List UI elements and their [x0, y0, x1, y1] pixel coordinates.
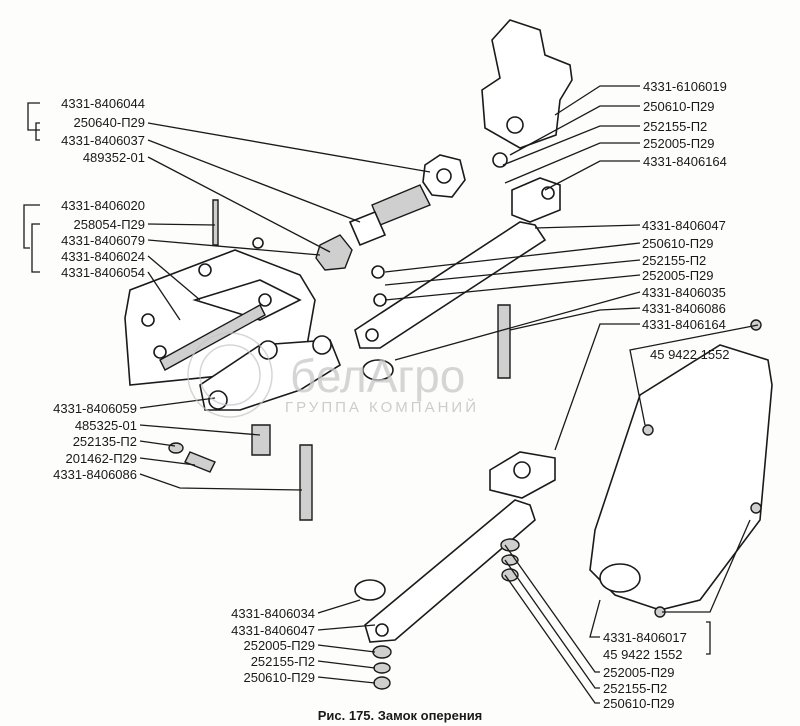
- labels-left-top: 4331-8406044 250640-П29 4331-8406037 489…: [61, 96, 145, 165]
- part-label: 45 9422 1552: [603, 647, 683, 662]
- labels-bottom-left: 4331-8406034 4331-8406047 252005-П29 252…: [231, 606, 315, 685]
- part-label: 258054-П29: [73, 217, 145, 232]
- watermark-subtitle: ГРУППА КОМПАНИЙ: [285, 398, 479, 416]
- part-label: 4331-8406017: [603, 630, 687, 645]
- part-label: 252155-П2: [603, 681, 667, 696]
- part-label: 4331-8406054: [61, 265, 145, 280]
- watermark-logo: белАгро ГРУППА КОМПАНИЙ: [187, 332, 479, 418]
- figure-caption: Рис. 175. Замок оперения: [318, 708, 483, 723]
- part-label: 252005-П29: [643, 136, 715, 151]
- part-label: 4331-8406037: [61, 133, 145, 148]
- part-label: 252005-П29: [603, 665, 675, 680]
- part-label: 4331-8406024: [61, 249, 145, 264]
- part-label: 485325-01: [75, 418, 137, 433]
- part-label: 4331-8406164: [642, 317, 726, 332]
- part-label: 250610-П29: [243, 670, 315, 685]
- labels-left-low: 4331-8406059 485325-01 252135-П2 201462-…: [53, 401, 137, 482]
- part-label: 4331-8406047: [231, 623, 315, 638]
- watermark-brand: белАгро: [290, 350, 465, 402]
- part-label: 4331-8406034: [231, 606, 315, 621]
- part-label: 4331-8406020: [61, 198, 145, 213]
- part-label: 4331-6106019: [643, 79, 727, 94]
- part-label: 489352-01: [83, 150, 145, 165]
- part-label: 4331-8406059: [53, 401, 137, 416]
- labels-left-mid: 4331-8406020 258054-П29 4331-8406079 433…: [61, 198, 145, 280]
- part-label: 4331-8406086: [53, 467, 137, 482]
- part-label: 4331-8406164: [643, 154, 727, 169]
- part-label: 250610-П29: [643, 99, 715, 114]
- part-label: 4331-8406035: [642, 285, 726, 300]
- part-label: 252155-П2: [643, 119, 707, 134]
- labels-bottom-right: 4331-8406017 45 9422 1552 252005-П29 252…: [603, 630, 687, 711]
- part-label: 201462-П29: [65, 451, 137, 466]
- part-label: 250640-П29: [73, 115, 145, 130]
- part-label: 252005-П29: [642, 268, 714, 283]
- part-label: 45 9422 1552: [650, 347, 730, 362]
- part-label: 252155-П2: [251, 654, 315, 669]
- part-label: 252135-П2: [73, 434, 137, 449]
- labels-right-top: 4331-6106019 250610-П29 252155-П2 252005…: [643, 79, 727, 169]
- part-label: 252155-П2: [642, 253, 706, 268]
- part-label: 250610-П29: [642, 236, 714, 251]
- part-label: 4331-8406047: [642, 218, 726, 233]
- part-label: 4331-8406086: [642, 301, 726, 316]
- labels-right-mid: 4331-8406047 250610-П29 252155-П2 252005…: [642, 218, 730, 362]
- part-label: 252005-П29: [243, 638, 315, 653]
- part-label: 4331-8406079: [61, 233, 145, 248]
- leader-lines: [23, 85, 759, 704]
- part-label: 250610-П29: [603, 696, 675, 711]
- part-label: 4331-8406044: [61, 96, 145, 111]
